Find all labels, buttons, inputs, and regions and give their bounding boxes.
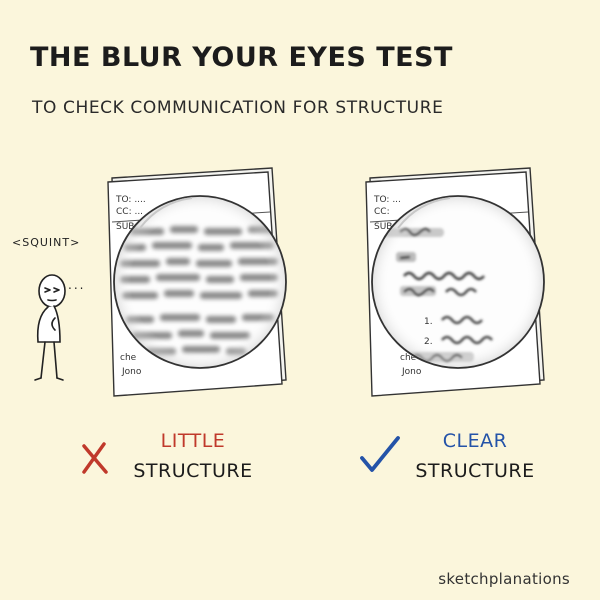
page-title: THE BLUR YOUR EYES TEST bbox=[30, 42, 453, 73]
left-verdict-line1: LITTLE bbox=[160, 430, 226, 452]
left-doc-to-field: TO: .... bbox=[115, 195, 146, 205]
right-verdict: CLEAR STRUCTURE bbox=[400, 426, 550, 486]
left-verdict: LITTLE STRUCTURE bbox=[118, 426, 268, 486]
page-subtitle: TO CHECK COMMUNICATION FOR STRUCTURE bbox=[32, 98, 444, 118]
cross-icon bbox=[82, 442, 108, 474]
right-doc-signature: Jono bbox=[401, 367, 422, 377]
squint-eyes-icon bbox=[44, 287, 51, 293]
left-doc-cc-field: CC: ... bbox=[116, 207, 143, 217]
right-doc-cc-field: CC: bbox=[374, 207, 390, 217]
right-magnifier-lens: 1. 2. bbox=[371, 195, 545, 369]
left-verdict-line2: STRUCTURE bbox=[133, 460, 253, 482]
right-doc-signoff: che bbox=[400, 353, 417, 363]
right-verdict-line1: CLEAR bbox=[442, 430, 508, 452]
squint-label: <SQUINT> bbox=[12, 236, 81, 249]
check-icon bbox=[360, 436, 400, 472]
thought-dots: ... bbox=[68, 278, 86, 292]
squinting-person bbox=[34, 274, 66, 381]
right-verdict-line2: STRUCTURE bbox=[415, 460, 535, 482]
right-doc-subject-field: SUB bbox=[374, 222, 392, 232]
left-doc-signature: Jono bbox=[121, 367, 142, 377]
right-doc-to-field: TO: ... bbox=[373, 195, 401, 205]
left-doc-subject-field: SUB bbox=[116, 222, 134, 232]
credit-signature: sketchplanations bbox=[438, 570, 570, 588]
left-magnifier-lens bbox=[113, 195, 287, 369]
left-doc-signoff: che bbox=[120, 353, 137, 363]
